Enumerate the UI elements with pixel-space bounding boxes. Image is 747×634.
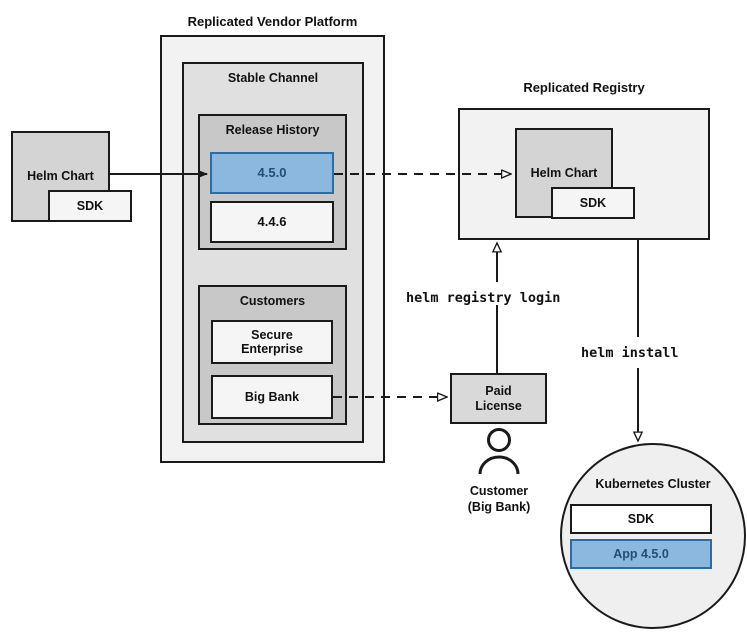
customer-label-line2: (Big Bank) — [467, 500, 531, 514]
customer-name-label: Secure Enterprise — [241, 327, 303, 356]
kubernetes-cluster-circle — [560, 443, 746, 629]
customer-label-line1: Customer — [469, 484, 529, 498]
cluster-workload-label: App 4.5.0 — [613, 546, 669, 561]
vendor-platform-title: Replicated Vendor Platform — [187, 14, 358, 29]
paid-license-box: Paid License — [450, 373, 547, 424]
source-sdk-box: SDK — [48, 190, 132, 222]
source-sdk-label: SDK — [76, 198, 104, 213]
customer-secure-enterprise[interactable]: Secure Enterprise — [211, 320, 333, 364]
helm-registry-login-label: helm registry login — [403, 290, 564, 306]
registry-sdk-label: SDK — [579, 195, 607, 210]
release-version-4-5-0[interactable]: 4.5.0 — [210, 152, 334, 194]
customer-big-bank[interactable]: Big Bank — [211, 375, 333, 419]
registry-sdk-box: SDK — [551, 187, 635, 219]
release-version-label: 4.4.6 — [257, 213, 287, 229]
cluster-workload-label: SDK — [627, 511, 655, 526]
release-history-label: Release History — [225, 123, 320, 137]
release-version-label: 4.5.0 — [257, 164, 287, 180]
customer-person-icon — [478, 428, 520, 475]
replicated-registry-title: Replicated Registry — [523, 80, 645, 95]
cluster-workload-sdk[interactable]: SDK — [570, 504, 712, 534]
customers-label: Customers — [239, 294, 306, 308]
stable-channel-label: Stable Channel — [227, 71, 319, 85]
kubernetes-cluster-label: Kubernetes Cluster — [595, 477, 711, 491]
registry-helm-chart-label: Helm Chart — [530, 165, 598, 180]
cluster-workload-app[interactable]: App 4.5.0 — [570, 539, 712, 569]
paid-license-label: Paid License — [475, 384, 522, 413]
source-helm-chart-label: Helm Chart — [27, 169, 94, 184]
release-version-4-4-6[interactable]: 4.4.6 — [210, 201, 334, 243]
helm-install-label: helm install — [578, 345, 682, 361]
customer-name-label: Big Bank — [244, 389, 300, 404]
